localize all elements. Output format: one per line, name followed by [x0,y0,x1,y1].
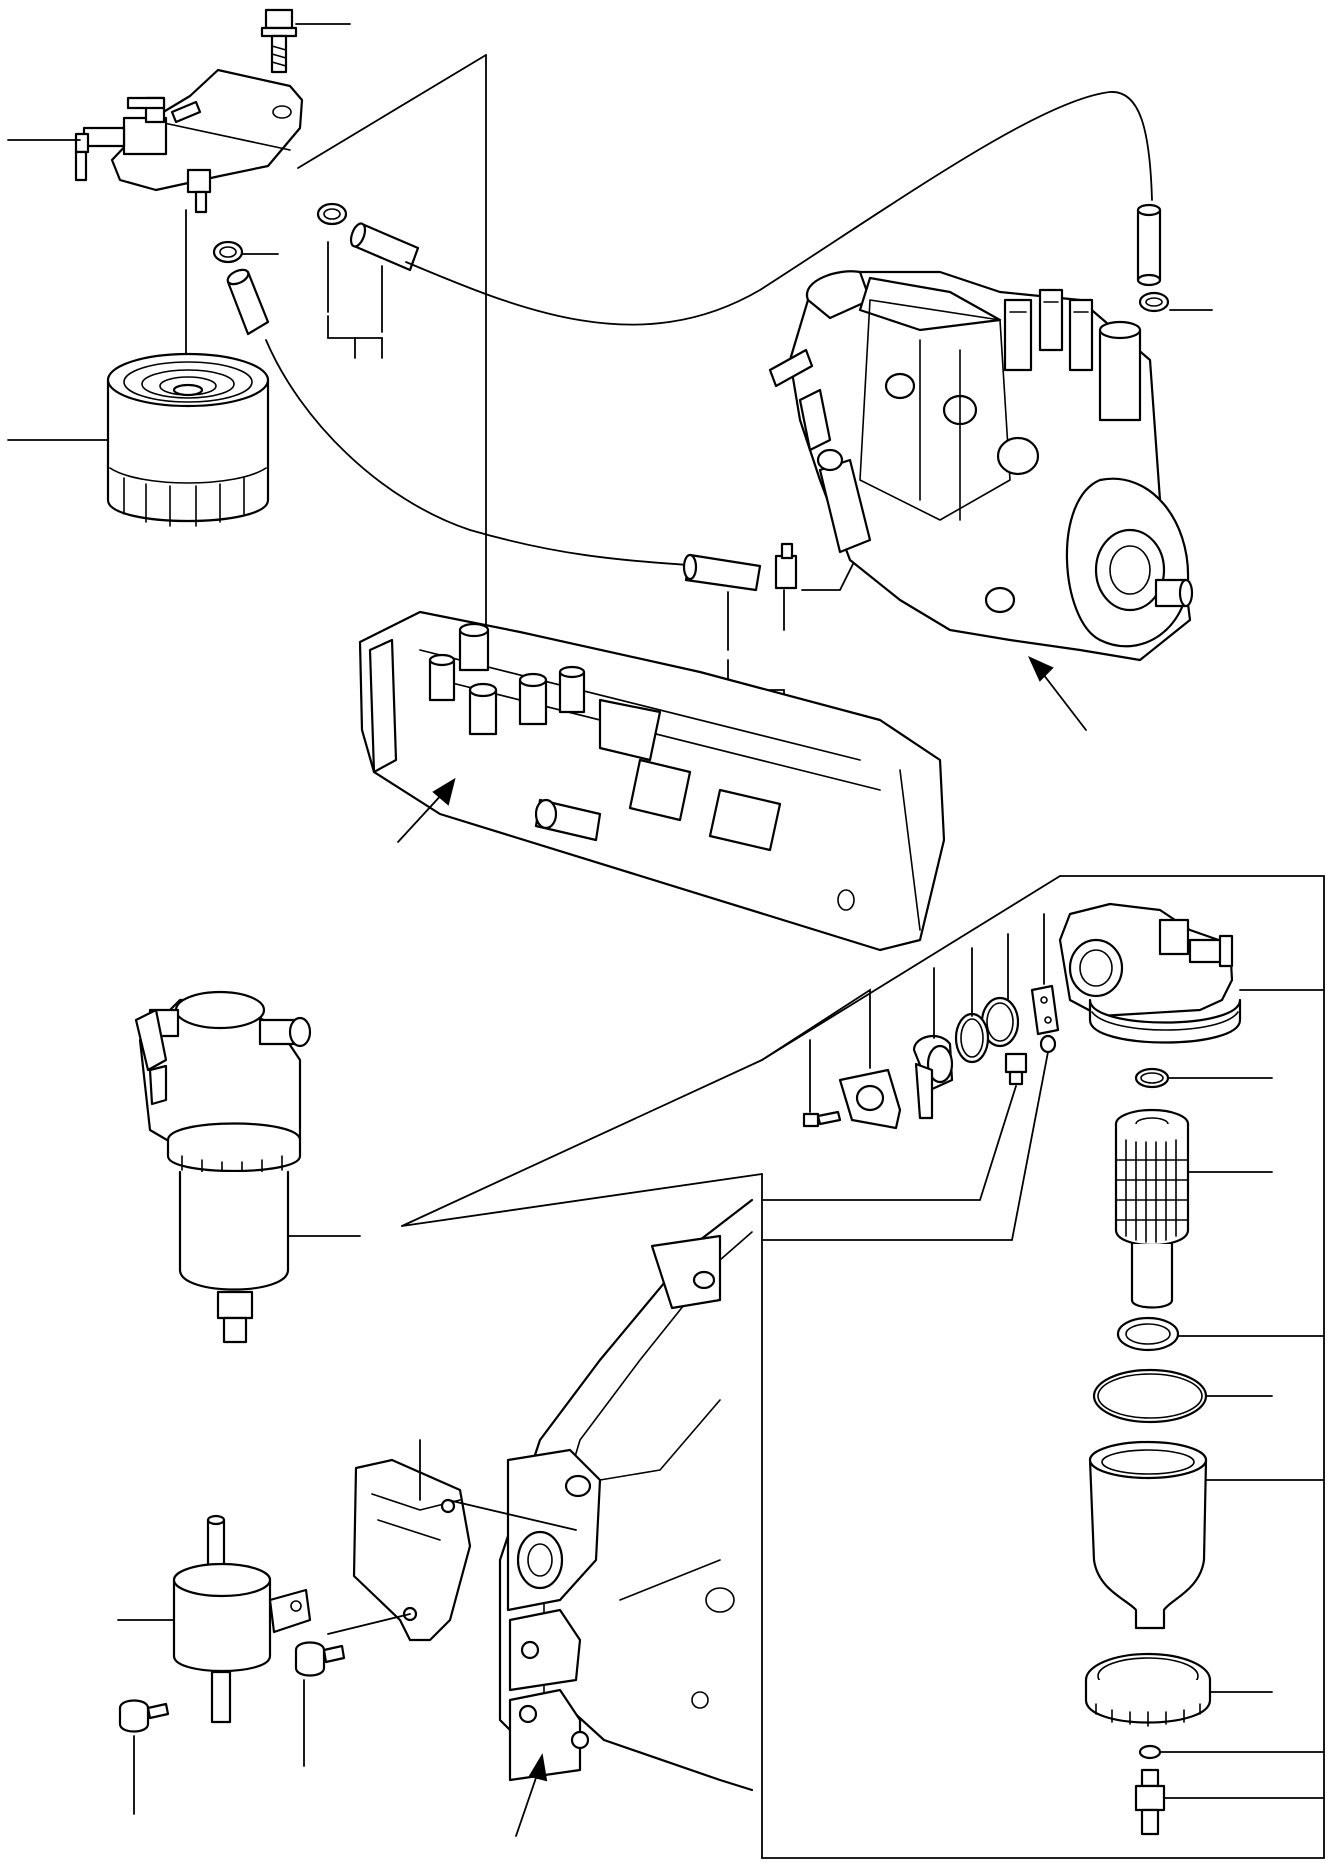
small-hose-clamp-center [318,204,346,224]
drain-plug-o-ring [1140,1746,1324,1758]
group-brackets-top [328,242,382,358]
hose-clamp-right [1140,293,1212,311]
gasket-screw [804,1040,840,1126]
short-hose-left [225,267,268,334]
fuel-filter-assembly [136,992,360,1342]
arrow-flywheel-housing [516,1756,546,1836]
pump-mounting-bracket [328,1440,576,1640]
return-hose-right [1138,205,1160,285]
flywheel-housing [500,1200,752,1790]
top-mounting-bolt [262,10,350,72]
filter-element [1116,1110,1272,1308]
exploded-filter-frame [402,876,1324,1858]
pump-end-hose [684,544,796,590]
electric-fuel-pump [118,1516,310,1722]
drain-cock-lever [914,968,952,1118]
bowl-o-ring [1094,1370,1272,1422]
small-o-ring-head [762,1036,1055,1240]
seal-ring-medium [956,948,988,1062]
drain-plug [1136,1770,1324,1834]
filter-head-body [1060,904,1324,1043]
bowl-retaining-ring [1086,1654,1272,1726]
mounting-gasket-plate [762,990,900,1128]
head-plug-bolt [762,1054,1026,1200]
spin-on-fuel-filter [8,210,268,526]
cylinder-head-casting [360,612,944,950]
filter-top-o-ring [1136,1069,1272,1087]
small-hose-clamp-left [214,242,278,262]
arrow-cylinder-head [398,780,454,842]
pump-bolt-left [120,1701,168,1815]
filter-bowl [1090,1442,1324,1628]
filter-head-fittings [8,98,210,212]
arrow-injection-pump [1030,658,1086,730]
filter-seal-ring [1118,1318,1324,1350]
filter-head-bracket [112,70,302,190]
bracket-bolt-right [296,1643,344,1767]
seal-ring-large [982,934,1018,1046]
short-hose-center [348,222,418,270]
fuel-injection-pump [770,271,1192,660]
head-gasket-plate [1032,914,1058,1034]
